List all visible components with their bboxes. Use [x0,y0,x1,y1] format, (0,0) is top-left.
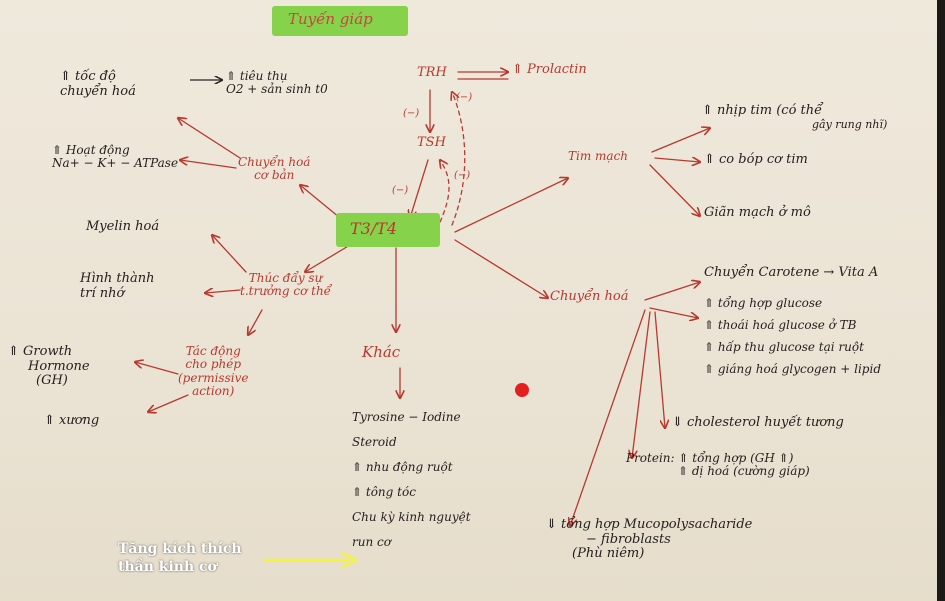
permissive-line-3: (permissive [178,370,249,385]
protein-label: Protein: ⇑ tổng hợp (GH ⇑) ⇑ dị hoá (cườ… [626,451,810,479]
feedback-neg-4: (−) [392,185,409,196]
other-item-1: Tyrosine − Iodine [352,410,461,424]
cardio-node: Tim mạch [568,149,629,163]
page-title: Tuyến giáp [288,10,373,28]
memory-label: Hình thành trí nhớ [80,271,155,301]
myelin-label: Myelin hoá [86,219,160,234]
heart-rate-label: ⇑ nhịp tim (có thể gây rung nhĩ) [702,103,888,131]
consume-label: ⇑ tiêu thụ O2 + sản sinh t0 [226,69,328,97]
feedback-neg-3: (−) [454,170,471,181]
metabolism-item-2: ⇑ tổng hợp glucose [704,296,823,310]
center-node-t3t4: T3/T4 [350,219,398,238]
metabolism-item-4: ⇑ hấp thu glucose tại ruột [704,340,864,354]
growth-line-1: Thúc đẩy sự [248,271,323,285]
heart-rate-line-2: gây rung nhĩ) [812,117,888,131]
metabolism-item-1: Chuyển Carotene → Vita A [704,265,879,280]
permissive-line-4: action) [192,384,235,399]
rate-line-1: ⇑ tốc độ [60,69,116,84]
laser-pointer-dot [515,383,529,397]
muco-line-2: − fibroblasts [586,531,671,547]
growth-line-2: t.trưởng cơ thể [240,284,332,299]
dilate-label: Giãn mạch ở mô [704,205,811,220]
tsh-label: TSH [417,135,446,150]
memory-line-1: Hình thành [80,271,155,286]
consume-line-1: ⇑ tiêu thụ [226,69,288,83]
memory-line-2: trí nhớ [80,285,125,301]
center-highlight [336,213,440,247]
cholesterol-label: ⇓ cholesterol huyết tương [672,415,844,430]
other-item-5: Chu kỳ kinh nguyệt [352,510,471,524]
other-item-3: ⇑ nhu động ruột [352,460,453,474]
muco-line-3: (Phù niêm) [572,546,645,562]
overlay-line-2: thần kinh cơ [118,559,217,576]
atpase-label: ⇑ Hoạt động Na+ − K+ − ATPase [52,143,179,171]
metabolism-list: Chuyển Carotene → Vita A ⇑ tổng hợp gluc… [704,262,881,380]
atpase-line-2: Na+ − K+ − ATPase [52,156,179,171]
metabolism-item-5: ⇑ giáng hoá glycogen + lipid [704,362,882,376]
muco-line-1: ⇓ tổng hợp Mucopolysacharide [546,517,753,532]
bone-label: ⇑ xương [44,413,100,428]
metabolism-item-3: ⇑ thoái hoá glucose ở TB [704,318,857,332]
prolactin-label: ⇑ Prolactin [512,62,587,77]
overlay-arrow-icon [264,551,359,569]
right-frame-edge [937,0,945,601]
contract-label: ⇑ co bóp cơ tim [704,152,808,167]
permissive-line-1: Tác động [185,344,241,358]
gh-line-3: (GH) [36,373,68,389]
protein-line-2: ⇑ dị hoá (cường giáp) [678,464,810,479]
permissive-line-2: cho phép [185,357,242,372]
other-item-4: ⇑ tông tóc [352,485,416,499]
gh-line-2: Hormone [28,358,90,374]
basal-metabolism-node: Chuyển hoá cơ bản [238,155,311,183]
metabolism-node: Chuyển hoá [550,289,629,304]
title-highlight [272,6,408,36]
rate-label: ⇑ tốc độ chuyển hoá [60,69,136,99]
overlay-note: Tăng kích thích thần kinh cơ [118,540,242,576]
other-node: Khác [362,343,401,361]
consume-line-2: O2 + sản sinh t0 [226,82,328,97]
other-item-2: Steroid [352,435,397,449]
feedback-neg-2: (−) [403,108,420,119]
gh-line-1: ⇑ Growth [8,344,73,359]
basal-line-2: cơ bản [254,168,295,183]
rate-line-2: chuyển hoá [60,83,136,99]
mucopolysaccharide-label: ⇓ tổng hợp Mucopolysacharide − fibroblas… [546,517,753,562]
atpase-line-1: ⇑ Hoạt động [52,143,130,157]
overlay-line-1: Tăng kích thích [118,541,242,557]
other-item-6: run cơ [352,535,391,549]
growth-hormone-label: ⇑ Growth Hormone (GH) [8,344,90,389]
heart-rate-line-1: ⇑ nhịp tim (có thể [702,103,823,118]
feedback-neg-1: (−) [456,92,473,103]
permissive-node: Tác động cho phép (permissive action) [178,344,249,399]
growth-node: Thúc đẩy sự t.trưởng cơ thể [240,271,332,299]
trh-label: TRH [417,65,447,80]
other-list: Tyrosine − Iodine Steroid ⇑ nhu động ruộ… [352,405,471,555]
protein-line-1: Protein: ⇑ tổng hợp (GH ⇑) [626,451,794,465]
basal-line-1: Chuyển hoá [238,155,311,169]
